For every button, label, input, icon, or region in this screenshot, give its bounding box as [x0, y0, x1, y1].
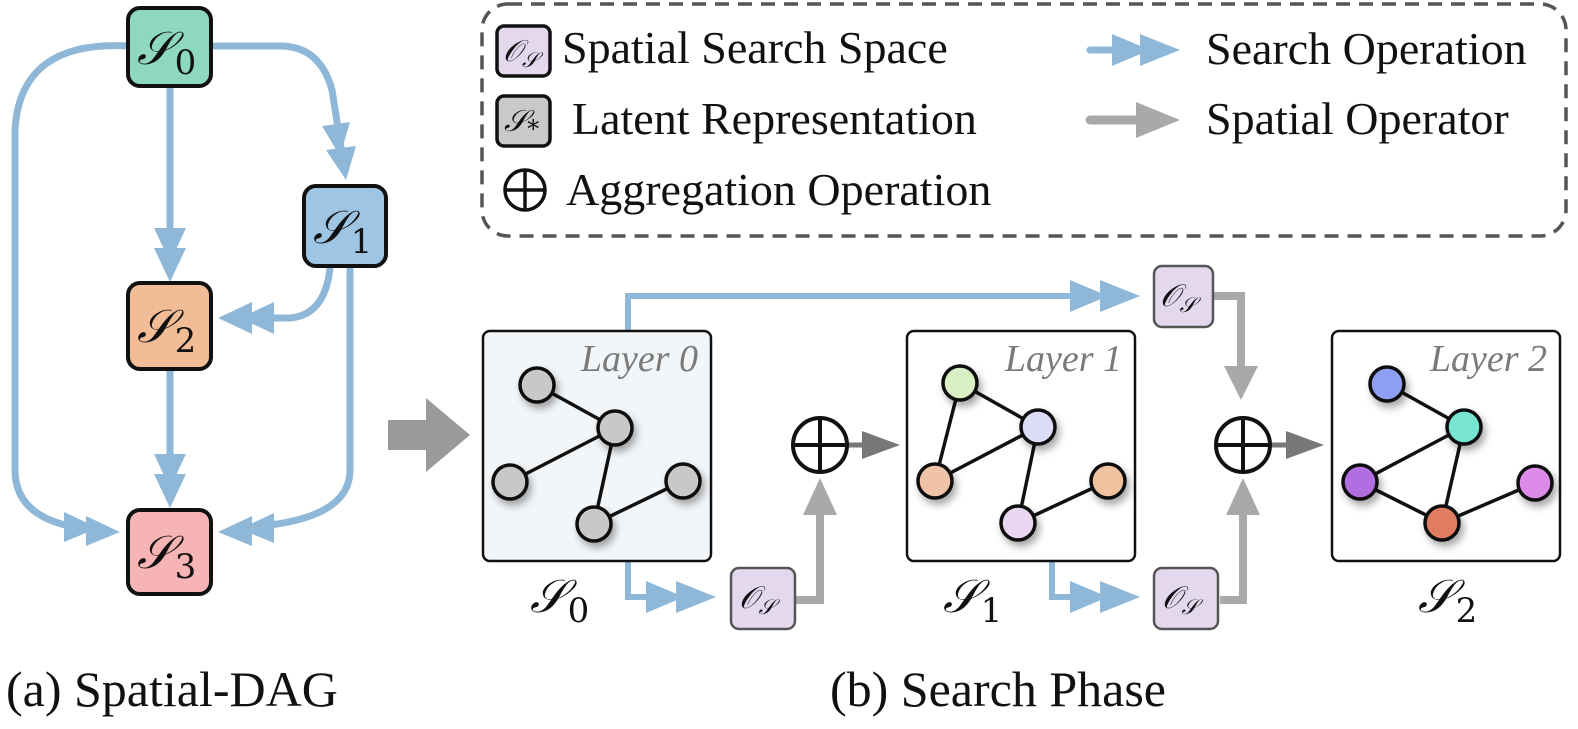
layer-0-node: [518, 366, 556, 404]
panel-a-spatial-dag: 𝒮0 𝒮1 𝒮2 𝒮3 (a) Spatial-DAG: [6, 6, 388, 717]
legend-spatial-operator: Spatial Operator: [1085, 93, 1509, 144]
layer-2-node: [1341, 463, 1379, 501]
os-box-top: 𝒪𝒮: [1152, 264, 1215, 329]
layer-0-graph-nodes: [491, 366, 702, 543]
operator-edges: [796, 292, 1247, 604]
layer-1-box: Layer 1 𝒮1: [905, 329, 1137, 631]
legend-spatial-operator-label: Spatial Operator: [1206, 93, 1509, 144]
dag-node-s3: 𝒮3: [126, 508, 213, 596]
layer-1-node: [1089, 462, 1127, 500]
aggregation-operator-2: [1214, 416, 1272, 474]
legend-aggregation-operation-label: Aggregation Operation: [566, 164, 991, 215]
layer-1-node: [999, 504, 1037, 542]
layer-2-box: Layer 2 𝒮2: [1330, 329, 1562, 631]
layer-2-graph-nodes: [1341, 365, 1554, 542]
layer-1-node: [916, 462, 954, 500]
search-arrowheads: [646, 280, 1140, 613]
panel-a-caption: (a) Spatial-DAG: [6, 661, 338, 717]
layer-2-node: [1516, 464, 1554, 502]
layer-1-node: [1019, 408, 1057, 446]
dag-node-s1: 𝒮1: [302, 184, 388, 268]
operator-edge-top-os-to-agg2: [1214, 292, 1245, 370]
aggregate-out-arrowheads: [862, 431, 1324, 459]
aggregation-operator-1: [791, 416, 849, 474]
layer-0-title: Layer 0: [580, 338, 698, 380]
layer-0-node: [664, 462, 702, 500]
legend-search-operation-label: Search Operation: [1206, 23, 1527, 74]
legend-spatial-search-space-label: Spatial Search Space: [562, 22, 948, 73]
operator-edge-os2-to-agg2: [1220, 510, 1247, 604]
layer-1-title: Layer 1: [1004, 338, 1122, 380]
transition-arrow: [388, 398, 470, 472]
layer-1-label: 𝒮1: [943, 569, 1002, 631]
legend-spatial-search-space: 𝒪𝒮 Spatial Search Space: [495, 22, 948, 78]
layer-1-node: [941, 364, 979, 402]
os-box-layer0: 𝒪𝒮: [729, 566, 797, 631]
dag-node-s0: 𝒮0: [126, 6, 213, 88]
os-box-layer1: 𝒪𝒮: [1152, 566, 1220, 631]
layer-2-label: 𝒮2: [1418, 569, 1477, 631]
edge-s0-s1: [206, 42, 347, 164]
dag-node-s2: 𝒮2: [126, 281, 213, 371]
edge-s0-s3: [11, 42, 132, 532]
layer-2-node: [1423, 504, 1461, 542]
legend-search-operation: Search Operation: [1086, 23, 1527, 74]
dag-arrowheads: [64, 122, 356, 546]
layer-2-node: [1368, 365, 1406, 403]
layer-0-node: [596, 409, 634, 447]
legend-latent-representation: 𝒮* Latent Representation: [495, 93, 977, 148]
panel-b-caption: (b) Search Phase: [830, 661, 1166, 717]
edge-s1-s2: [236, 264, 334, 322]
layer-2-node: [1445, 408, 1483, 446]
legend-aggregation-operation: Aggregation Operation: [503, 164, 991, 215]
layer-1-graph-nodes: [916, 364, 1127, 542]
aggregation-icon: [503, 168, 547, 212]
legend-latent-representation-label: Latent Representation: [572, 93, 977, 144]
layer-2-title: Layer 2: [1429, 338, 1547, 380]
operator-edge-os1-to-agg1: [796, 510, 824, 604]
legend: 𝒪𝒮 Spatial Search Space 𝒮* Latent Repres…: [480, 2, 1568, 238]
search-edge-s0-to-top-os: [625, 293, 1103, 333]
layer-0-label: 𝒮0: [530, 569, 589, 631]
operator-arrowheads: [803, 366, 1260, 515]
layer-0-box: Layer 0 𝒮0: [481, 329, 713, 631]
panel-b-search-phase: 𝒪𝒮 𝒪𝒮 𝒪𝒮 Layer 0: [481, 264, 1562, 717]
latent-legend-icon-label: 𝒮*: [504, 104, 539, 143]
layer-0-node: [491, 463, 529, 501]
layer-0-node: [575, 505, 613, 543]
spatial-operator-arrow-icon: [1085, 102, 1180, 138]
search-operation-arrow-icon: [1086, 34, 1180, 66]
